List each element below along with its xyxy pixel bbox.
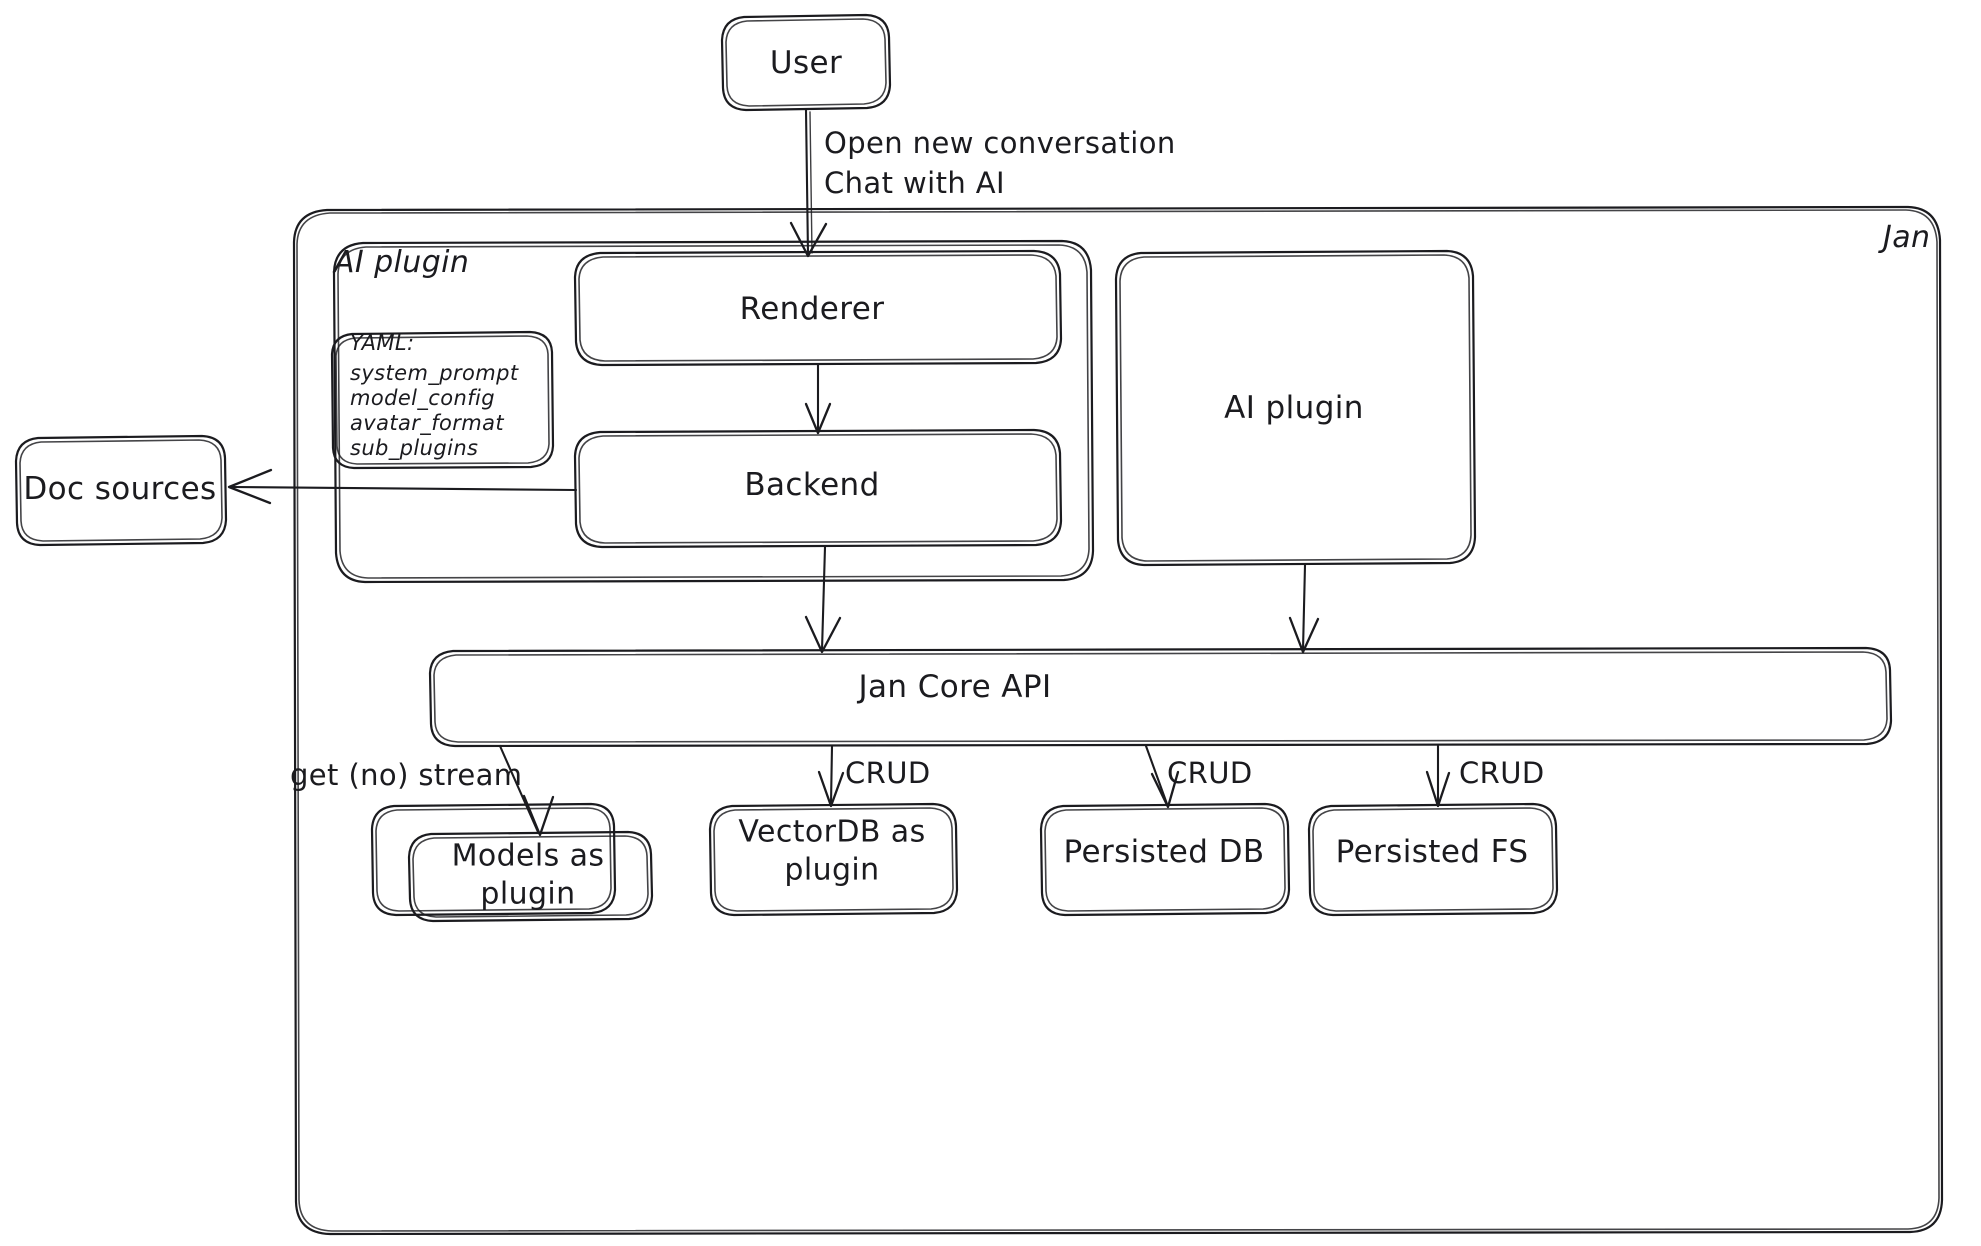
edge-backend-to-doc-sources: [227, 468, 578, 505]
edge-label-crud-persisted-db: CRUD: [1167, 756, 1253, 790]
ai-plugin-right-shape: [1114, 249, 1477, 567]
edge-label-chat-with-ai: Chat with AI: [824, 166, 1005, 200]
persisted-fs-shape: [1307, 802, 1559, 917]
yaml-card-key-model-config: model_config: [350, 386, 495, 410]
edge-core-to-persisted-fs: [1425, 744, 1451, 808]
edge-ai-plugin-to-core: [1288, 563, 1320, 654]
jan-container-label: Jan: [1883, 220, 1931, 255]
jan-core-api-node-label: Jan Core API: [858, 669, 1052, 706]
backend-node-label: Backend: [744, 467, 880, 504]
user-shape: [720, 13, 892, 112]
edge-backend-to-core: [804, 545, 842, 654]
jan-core-api-shape: [428, 646, 1893, 748]
persisted-db-node-label: Persisted DB: [1063, 834, 1265, 871]
edge-core-to-models: [498, 744, 555, 837]
doc-sources-shape: [14, 434, 228, 547]
yaml-card-shape: [330, 330, 555, 470]
models-as-plugin-back-shape: [370, 802, 617, 917]
yaml-card-key-avatar-format: avatar_format: [350, 411, 505, 435]
user-node-label: User: [769, 45, 843, 82]
models-as-plugin-shape: [407, 830, 654, 923]
edge-renderer-to-backend: [804, 363, 832, 435]
persisted-db-shape: [1039, 802, 1291, 917]
yaml-card-header: YAML:: [350, 331, 415, 355]
edge-core-to-persisted-db: [1144, 744, 1180, 809]
ai-plugin-right-node-label: AI plugin: [1224, 390, 1364, 427]
doc-sources-node-label: Doc sources: [23, 471, 217, 508]
vectordb-as-plugin-shape: [708, 802, 959, 917]
edge-label-open-new-conversation: Open new conversation: [824, 126, 1176, 160]
edge-label-get-no-stream: get (no) stream: [290, 758, 523, 792]
yaml-card-key-sub-plugins: sub_plugins: [350, 436, 479, 460]
renderer-node-label: Renderer: [739, 291, 885, 328]
edge-label-crud-persisted-fs: CRUD: [1459, 756, 1545, 790]
persisted-fs-node-label: Persisted FS: [1335, 834, 1529, 871]
ai-plugin-group-shape: [332, 239, 1095, 584]
edge-user-to-renderer: [789, 108, 828, 258]
renderer-shape: [573, 249, 1063, 367]
ai-plugin-group-label: AI plugin: [334, 245, 470, 280]
backend-shape: [573, 428, 1063, 549]
yaml-card-key-system-prompt: system_prompt: [350, 361, 519, 385]
edge-label-crud-vectordb: CRUD: [845, 756, 931, 790]
edge-core-to-vectordb: [817, 744, 845, 808]
vectordb-as-plugin-node-label: VectorDB as plugin: [738, 814, 926, 888]
models-as-plugin-node-label: Models as plugin: [451, 838, 605, 912]
jan-container-shape: [292, 205, 1944, 1236]
